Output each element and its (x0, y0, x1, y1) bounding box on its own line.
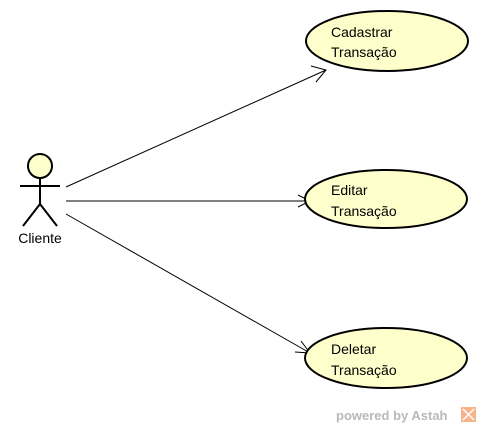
use-case-ellipse (304, 327, 468, 389)
association-editar[interactable] (66, 194, 312, 208)
use-case-label-line2: Transação (331, 44, 397, 60)
use-case-label-line2: Transação (331, 362, 397, 378)
actor-label: Cliente (18, 230, 62, 246)
association-line (65, 69, 327, 188)
use-case-cadastrar-transacao[interactable]: Cadastrar Transação (305, 10, 469, 72)
association-cadastrar[interactable] (65, 65, 327, 188)
use-case-editar-transacao[interactable]: Editar Transação (304, 169, 468, 229)
actor-cliente[interactable]: Cliente (18, 153, 62, 246)
use-case-label-line1: Editar (331, 182, 368, 198)
association-line (65, 213, 311, 354)
actor-head (27, 153, 53, 179)
astah-watermark: powered by Astah (336, 407, 476, 423)
watermark-text: powered by Astah (336, 408, 448, 423)
actor-left-leg (22, 203, 41, 227)
use-case-label-line1: Cadastrar (331, 24, 393, 40)
arrowhead-icon (310, 65, 327, 83)
use-case-deletar-transacao[interactable]: Deletar Transação (304, 327, 468, 389)
actor-right-leg (39, 203, 58, 227)
use-case-ellipse (304, 169, 468, 229)
use-case-ellipse (305, 10, 469, 72)
use-case-label-line2: Transação (331, 203, 397, 219)
astah-logo-icon (461, 407, 476, 422)
association-deletar[interactable] (65, 213, 312, 354)
use-case-label-line1: Deletar (331, 341, 376, 357)
